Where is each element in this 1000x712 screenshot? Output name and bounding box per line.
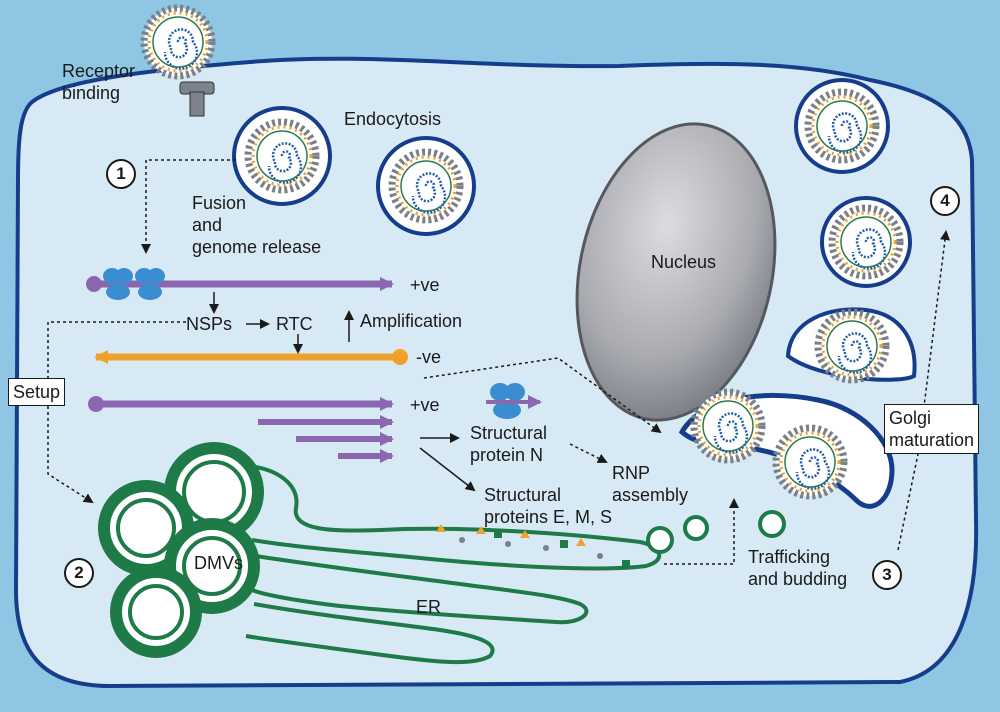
endocytosis-label: Endocytosis bbox=[344, 109, 442, 129]
golgi-vesicle-icon bbox=[785, 307, 917, 380]
plus-ve-label-2: +ve bbox=[410, 395, 440, 415]
step-1-badge: 1 bbox=[106, 159, 136, 189]
er-label: ER bbox=[416, 597, 442, 617]
rnp-assembly-label: RNP assembly bbox=[612, 463, 689, 505]
step-3-badge: 3 bbox=[872, 560, 902, 590]
minus-ve-label: -ve bbox=[416, 347, 442, 367]
step-2-badge: 2 bbox=[64, 558, 94, 588]
ribosome-icon bbox=[103, 268, 133, 300]
step-4-badge: 4 bbox=[930, 186, 960, 216]
amplification-label: Amplification bbox=[360, 311, 463, 331]
dmv-icon bbox=[98, 442, 264, 658]
dmvs-label: DMVs bbox=[194, 553, 243, 573]
secretory-vesicle-icon bbox=[820, 196, 912, 288]
receptor-binding-label: Receptor binding bbox=[62, 61, 136, 103]
positive-rna-1 bbox=[86, 276, 394, 292]
ribosome-icon bbox=[135, 268, 165, 300]
positive-rna-2 bbox=[88, 396, 394, 412]
plus-ve-label-1: +ve bbox=[410, 275, 440, 295]
structural-n-label: Structural protein N bbox=[470, 423, 548, 465]
er-icon bbox=[245, 464, 662, 665]
rtc-label: RTC bbox=[276, 314, 313, 334]
ribosome-icon bbox=[486, 383, 542, 419]
er-protein-icon bbox=[436, 524, 630, 568]
endocytosis-vesicle-icon bbox=[232, 106, 332, 206]
nsps-label: NSPs bbox=[186, 314, 233, 334]
virion-icon bbox=[144, 8, 212, 76]
structural-ems-label: Structural proteins E, M, S bbox=[484, 485, 613, 527]
budding-virion-icon bbox=[794, 78, 890, 174]
nucleus-label: Nucleus bbox=[651, 252, 717, 272]
negative-rna bbox=[94, 349, 408, 365]
golgi-maturation-box: Golgi maturation bbox=[884, 404, 980, 454]
trafficking-vesicle-icon bbox=[646, 510, 786, 554]
nucleus-icon bbox=[575, 122, 777, 422]
endocytosis-vesicle-icon bbox=[376, 136, 476, 236]
setup-box: Setup bbox=[8, 378, 66, 406]
receptor-icon bbox=[179, 81, 215, 117]
fusion-label: Fusion and genome release bbox=[192, 193, 322, 257]
trafficking-label: Trafficking and budding bbox=[748, 547, 848, 589]
